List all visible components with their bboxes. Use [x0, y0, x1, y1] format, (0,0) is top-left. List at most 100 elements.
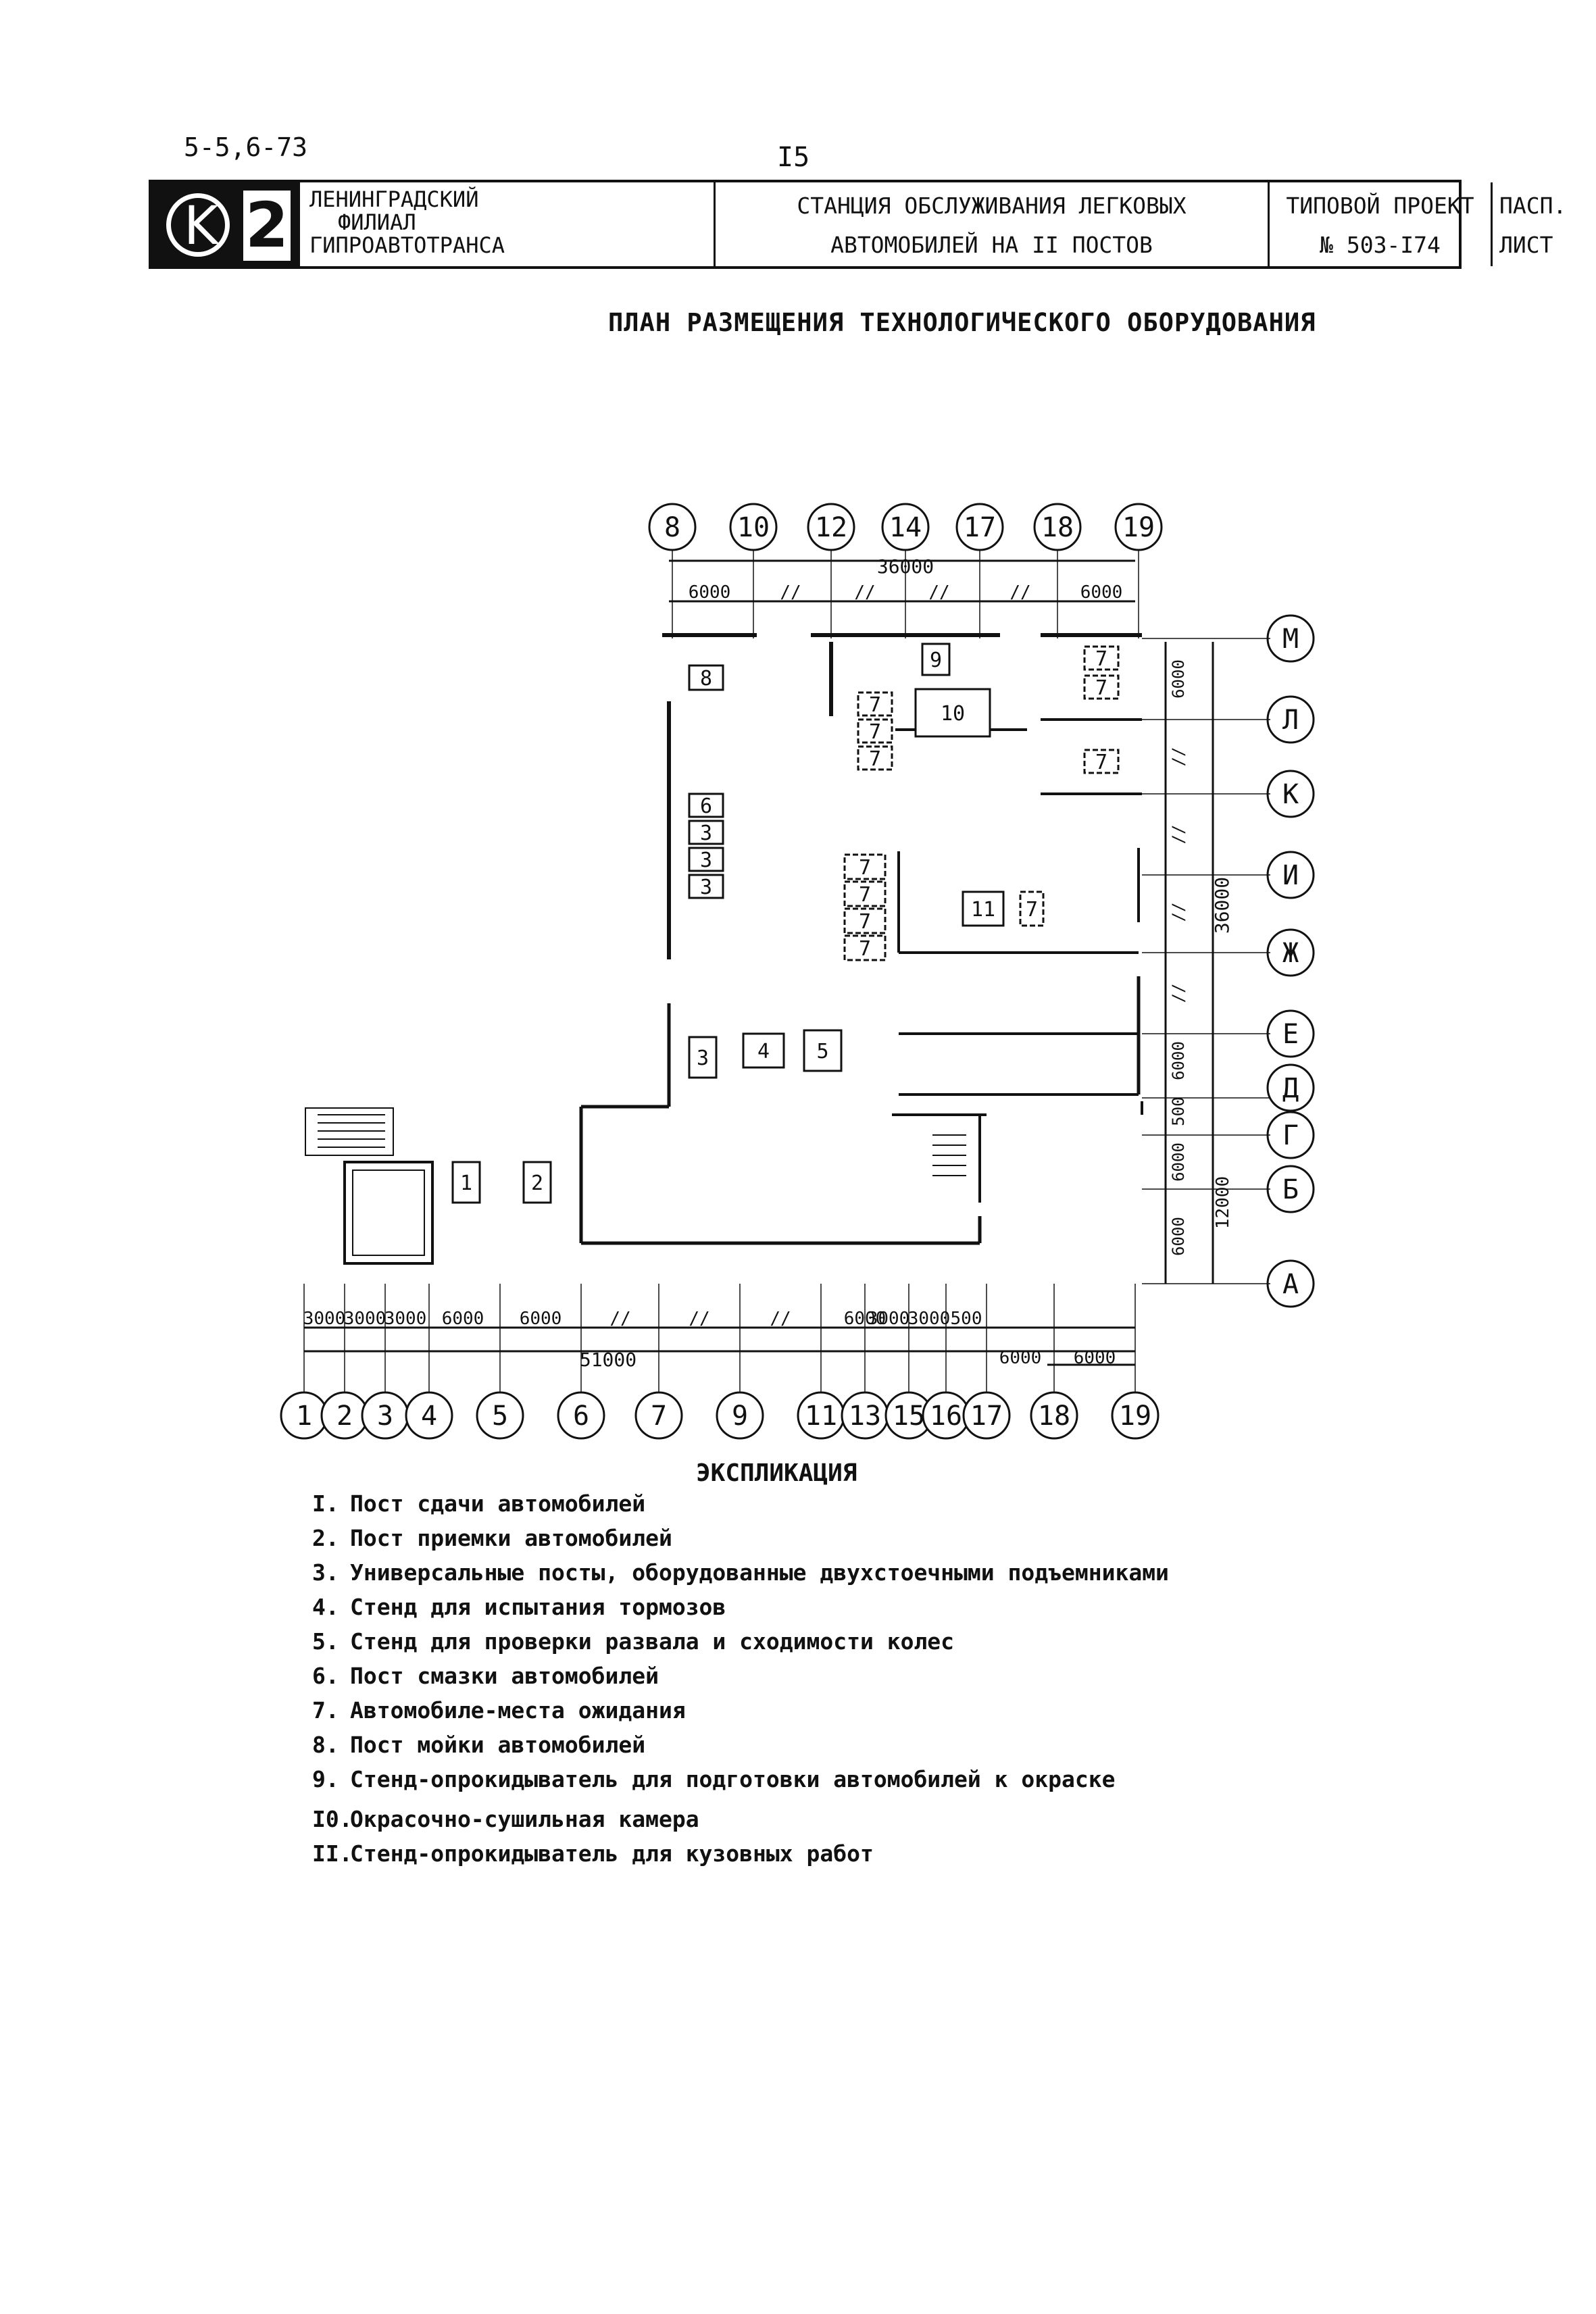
axis-label: Е: [1282, 1019, 1299, 1050]
axis-circle: [881, 503, 930, 551]
waiting-place-outline: [857, 718, 893, 744]
dimension-label: 6000: [1169, 1041, 1188, 1080]
wash-post-label: 8: [700, 667, 712, 690]
explication-text: Стенд-опрокидыватель для кузовных работ: [350, 1840, 874, 1867]
explication-item: 8.Пост мойки автомобилей: [312, 1728, 1169, 1762]
waiting-place: 7: [1083, 749, 1120, 774]
sheet-cell: ПАСП. ЛИСТ: [1493, 182, 1596, 266]
axis-label: 2: [336, 1401, 353, 1432]
explication-text: Стенд-опрокидыватель для подготовки авто…: [350, 1766, 1116, 1792]
axis-label: Л: [1282, 705, 1299, 736]
axis-label: 6: [573, 1401, 589, 1432]
waiting-place-label: 7: [859, 937, 871, 961]
row-axis-marker: Е: [1266, 1009, 1315, 1058]
row-axis-marker: Д: [1266, 1063, 1315, 1112]
body-tipper: 11: [962, 890, 1005, 927]
axis-label: 17: [964, 512, 996, 543]
logo-number: 2: [243, 191, 291, 261]
universal-post-outline: [688, 820, 724, 845]
axis-label: 12: [815, 512, 847, 543]
dimension-label: 6000: [442, 1309, 484, 1329]
waiting-place-outline: [843, 934, 887, 961]
explication-number: II.: [312, 1840, 353, 1867]
reception-post-outline: [522, 1161, 552, 1204]
waiting-place-label: 7: [1095, 751, 1107, 774]
axis-label: 10: [737, 512, 770, 543]
axis-label: 8: [664, 512, 680, 543]
axis-label: 11: [805, 1401, 837, 1432]
waiting-place: 7: [843, 934, 887, 961]
stair-icon: [932, 1134, 966, 1176]
bottom-axis-marker: 16: [922, 1391, 970, 1440]
delivery-post: 1: [451, 1161, 481, 1204]
bottom-axis-marker: 13: [841, 1391, 889, 1440]
axis-label: Ж: [1282, 938, 1299, 969]
waiting-place-label: 7: [1026, 898, 1038, 922]
explication-item: II.Стенд-опрокидыватель для кузовных раб…: [312, 1836, 1169, 1871]
dimension-label: 6000: [1169, 659, 1188, 699]
row-axis-marker: А: [1266, 1259, 1315, 1308]
title-line: АВТОМОБИЛЕЙ НА II ПОСТОВ: [830, 232, 1153, 258]
axis-circle: [634, 1391, 683, 1440]
bottom-axis-marker: 4: [405, 1391, 453, 1440]
reception-post: 2: [522, 1161, 552, 1204]
project-number: ТИПОВОЙ ПРОЕКТ № 503-I74: [1270, 182, 1493, 266]
universal-post-outline: [688, 847, 724, 872]
bottom-axis-marker: 18: [1030, 1391, 1078, 1440]
explication-text: Пост смазки автомобилей: [350, 1663, 659, 1689]
dimension-label: //: [1169, 825, 1188, 845]
bottom-axis-marker: 3: [361, 1391, 409, 1440]
waiting-place: 7: [857, 718, 893, 744]
title-line: СТАНЦИЯ ОБСЛУЖИВАНИЯ ЛЕГКОВЫХ: [797, 193, 1187, 219]
row-axis-marker: К: [1266, 770, 1315, 818]
waiting-place-label: 7: [859, 856, 871, 880]
axis-circle: [962, 1391, 1011, 1440]
top-axis-marker: 14: [881, 503, 930, 551]
dimension-label: //: [1169, 984, 1188, 1003]
waiting-place: 7: [843, 853, 887, 880]
top-dimension-line: [669, 559, 1135, 603]
delivery-post-label: 1: [460, 1172, 472, 1195]
row-axis-marker: Г: [1266, 1111, 1315, 1159]
brake-stand: 4: [742, 1032, 785, 1069]
dimension-label: //: [1169, 747, 1188, 767]
explication-number: I0.: [312, 1806, 353, 1832]
axis-circle: [1266, 1063, 1315, 1112]
bottom-axis-marker: 6: [557, 1391, 605, 1440]
spray-tipper-outline: [921, 643, 951, 676]
axis-circle: [1033, 503, 1082, 551]
axis-label: 19: [1119, 1401, 1151, 1432]
explication-item: 4.Стенд для испытания тормозов: [312, 1590, 1169, 1624]
row-axis-marker: М: [1266, 614, 1315, 663]
waiting-place: 7: [843, 880, 887, 907]
row-axis-marker: Ж: [1266, 928, 1315, 977]
org-line: ФИЛИАЛ: [338, 209, 416, 235]
logo-ring-icon: [166, 193, 230, 257]
bottom-axis-marker: 11: [797, 1391, 845, 1440]
dimension-label: //: [854, 582, 875, 603]
axis-label: 19: [1122, 512, 1155, 543]
axis-circle: [1114, 503, 1163, 551]
row-axis-marker: И: [1266, 851, 1315, 899]
axis-label: 9: [732, 1401, 748, 1432]
top-axis-marker: 17: [955, 503, 1004, 551]
waiting-place-outline: [1083, 674, 1120, 700]
axis-label: М: [1282, 624, 1299, 655]
organization-name: ЛЕНИНГРАДСКИЙ ФИЛИАЛ ГИПРОАВТОТРАНСА: [300, 182, 716, 266]
spray-tipper-label: 9: [930, 649, 942, 672]
waiting-place-outline: [843, 907, 887, 934]
universal-post: 3: [688, 847, 724, 872]
dimension-label: 6000: [689, 582, 731, 603]
explication-text: Окрасочно-сушильная камера: [350, 1806, 699, 1832]
explication-item: 9.Стенд-опрокидыватель для подготовки ав…: [312, 1762, 1169, 1796]
top-dimensions: 6000////////6000: [689, 582, 1123, 603]
axis-label: 4: [421, 1401, 437, 1432]
paint-booth-outline: [914, 688, 991, 738]
reception-post-label: 2: [531, 1172, 543, 1195]
waiting-place-outline: [1019, 890, 1045, 927]
dimension-label: 6000: [1074, 1348, 1116, 1368]
bottom-axis-marker: 17: [962, 1391, 1011, 1440]
lubrication-post-outline: [688, 793, 724, 818]
axis-circle: [476, 1391, 524, 1440]
